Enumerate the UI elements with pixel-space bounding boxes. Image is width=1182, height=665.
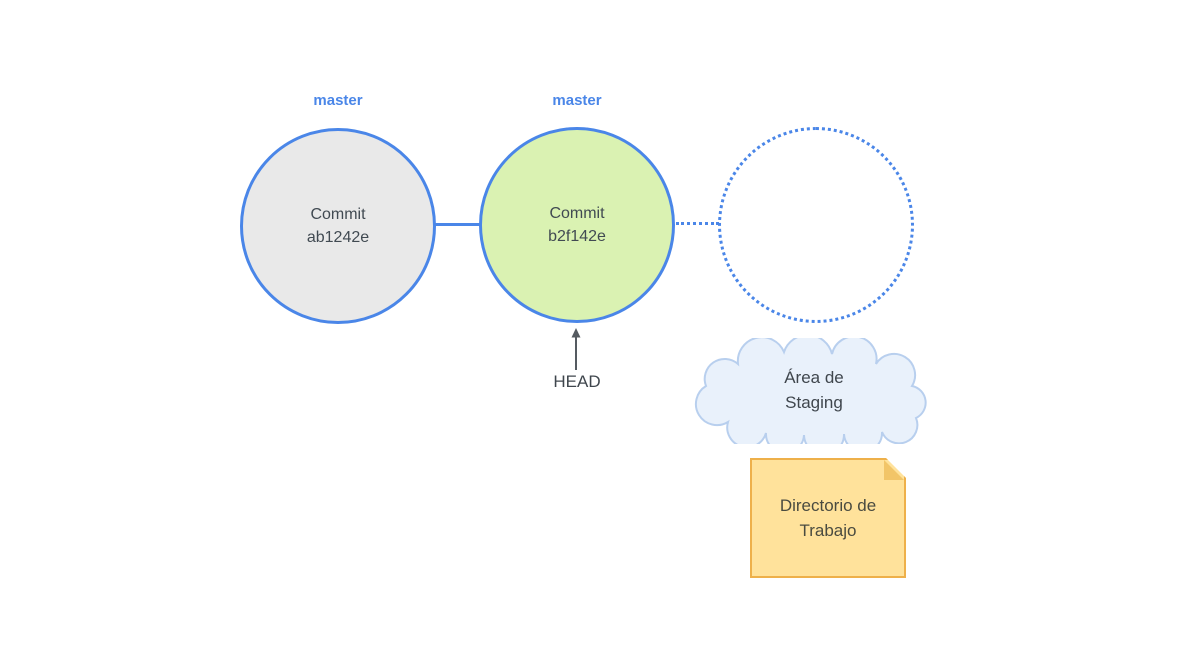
note-fold-corner <box>884 460 904 480</box>
head-label: HEAD <box>553 372 601 391</box>
pending-commit-node <box>718 127 914 323</box>
edge-commit2-pending <box>676 222 719 225</box>
branch-label-master-2: master <box>552 92 602 109</box>
edge-commit1-commit2 <box>434 223 481 226</box>
commit-node-b2f142e: Commit b2f142e <box>479 127 675 323</box>
staging-area-cloud <box>686 333 942 456</box>
working-directory-note: Directorio de Trabajo <box>750 458 906 578</box>
branch-label-master-1: master <box>313 92 363 109</box>
commit-node-ab1242e: Commit ab1242e <box>240 128 436 324</box>
working-directory-label: Directorio de Trabajo <box>779 495 877 540</box>
staging-area-label: Área de Staging <box>784 368 844 412</box>
cloud-icon <box>694 333 927 456</box>
head-arrow-icon <box>571 328 581 370</box>
